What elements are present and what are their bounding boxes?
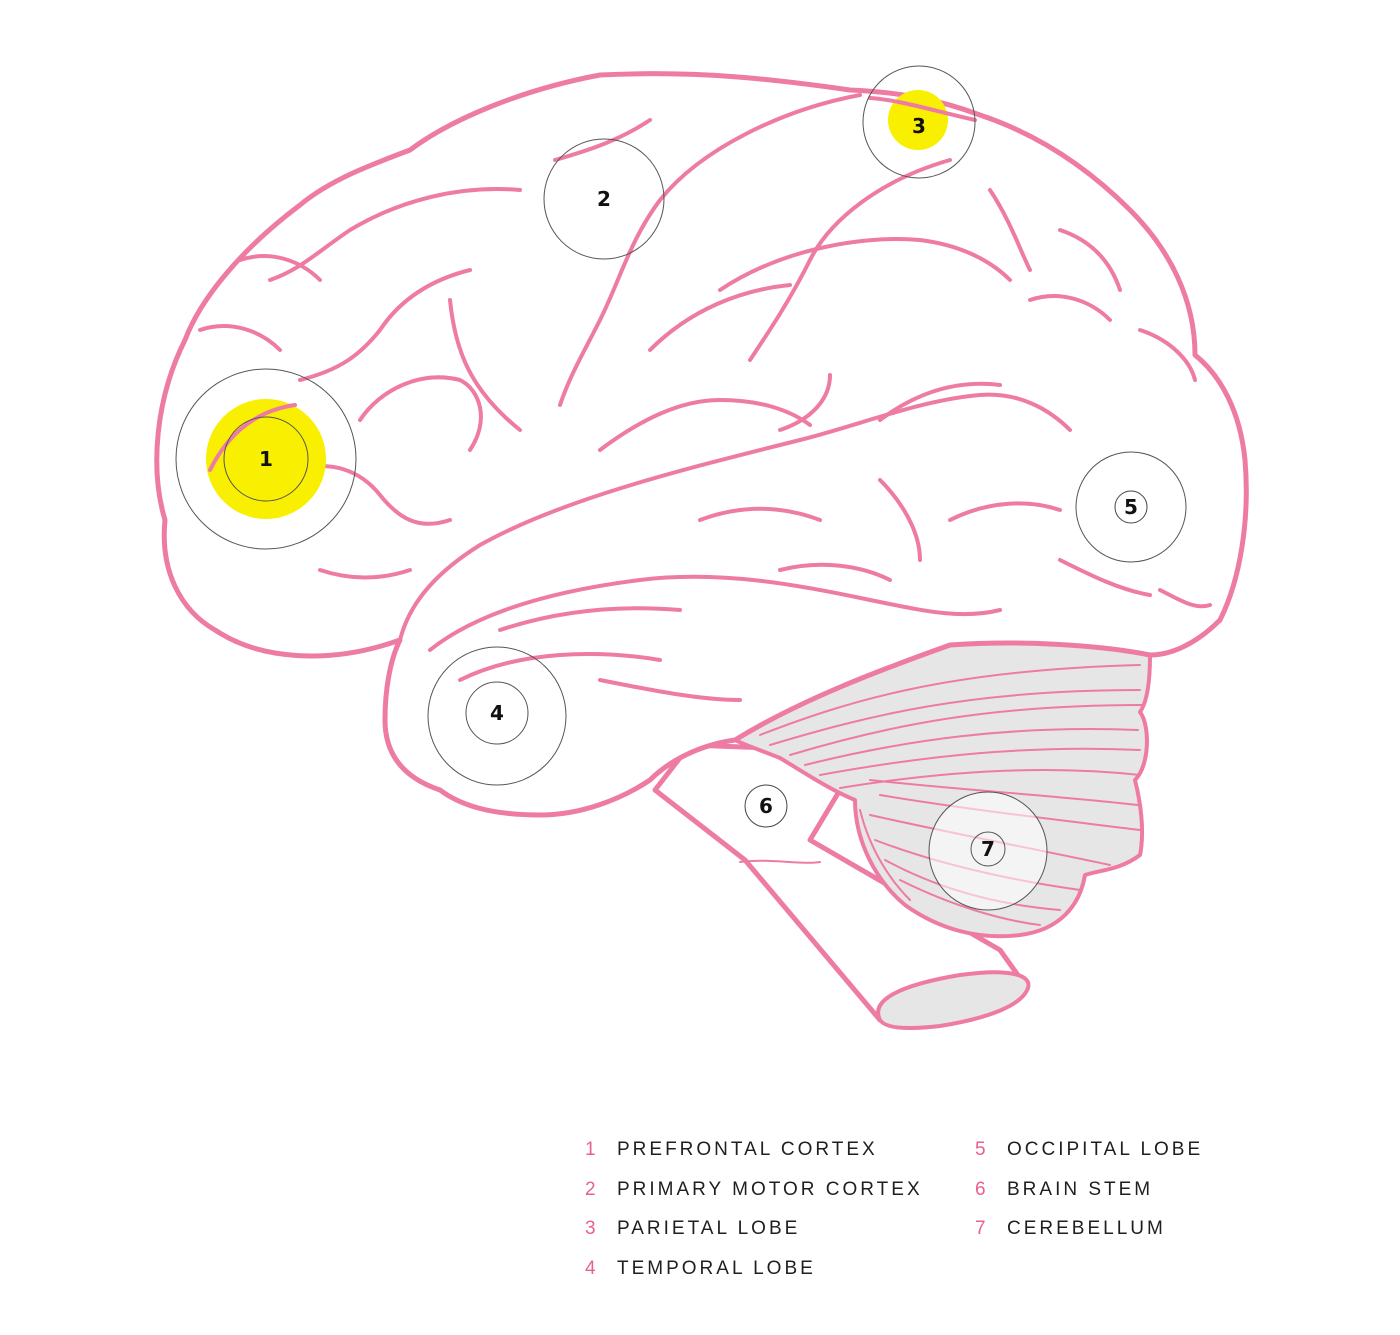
legend-item-3: 3 PARIETAL LOBE [585, 1217, 800, 1241]
legend-item-1: 1 PREFRONTAL CORTEX [585, 1138, 878, 1162]
legend-item-2: 2 PRIMARY MOTOR CORTEX [585, 1178, 923, 1202]
svg-text:3: 3 [912, 114, 926, 138]
svg-text:2: 2 [597, 187, 611, 211]
legend-number: 6 [975, 1179, 989, 1200]
legend-number: 1 [585, 1139, 599, 1160]
svg-text:4: 4 [490, 701, 504, 725]
legend-item-7: 7 CEREBELLUM [975, 1217, 1166, 1241]
marker-1[interactable]: 1 [175, 368, 357, 550]
legend-label: PREFRONTAL CORTEX [617, 1139, 878, 1160]
cerebrum [154, 71, 1249, 818]
marker-4[interactable]: 4 [427, 646, 567, 786]
marker-3[interactable]: 3 [862, 65, 976, 179]
legend-item-4: 4 TEMPORAL LOBE [585, 1257, 816, 1281]
legend-label: OCCIPITAL LOBE [1007, 1139, 1204, 1160]
legend-label: BRAIN STEM [1007, 1179, 1154, 1200]
marker-2[interactable]: 2 [543, 138, 665, 260]
svg-text:7: 7 [981, 837, 995, 861]
svg-text:1: 1 [259, 447, 273, 471]
svg-text:6: 6 [759, 794, 773, 818]
legend-label: PRIMARY MOTOR CORTEX [617, 1179, 923, 1200]
svg-text:5: 5 [1124, 495, 1138, 519]
legend-label: TEMPORAL LOBE [617, 1258, 816, 1279]
legend-number: 3 [585, 1218, 599, 1239]
legend-label: CEREBELLUM [1007, 1218, 1166, 1239]
legend-label: PARIETAL LOBE [617, 1218, 801, 1239]
legend-item-5: 5 OCCIPITAL LOBE [975, 1138, 1203, 1162]
highlight-3 [888, 90, 948, 150]
marker-5[interactable]: 5 [1075, 451, 1187, 563]
legend-number: 7 [975, 1218, 989, 1239]
legend-number: 2 [585, 1179, 599, 1200]
legend-number: 4 [585, 1258, 599, 1279]
marker-7[interactable]: 7 [928, 791, 1048, 911]
legend-number: 5 [975, 1139, 989, 1160]
legend-item-6: 6 BRAIN STEM [975, 1178, 1153, 1202]
marker-6[interactable]: 6 [744, 784, 788, 828]
